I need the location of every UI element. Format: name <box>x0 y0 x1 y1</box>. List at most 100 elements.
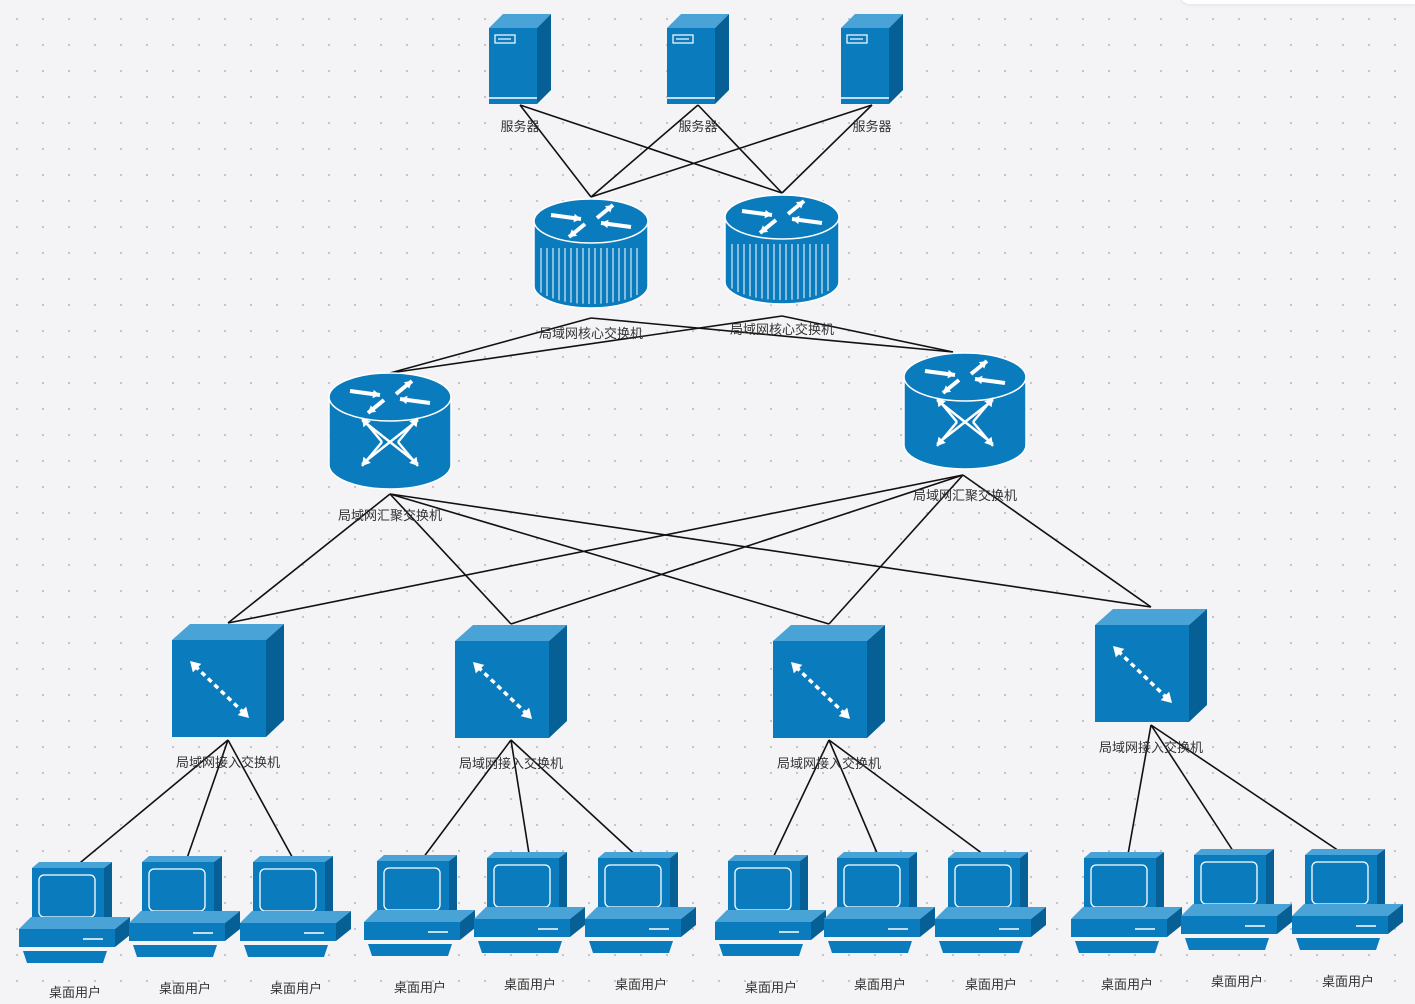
link-agg-2-access-3 <box>828 474 964 625</box>
node-label: 服务器 <box>678 119 717 135</box>
node-label: 桌面用户 <box>49 985 101 1001</box>
link-access-1-pc-3 <box>227 739 297 865</box>
desktop-computer-icon <box>935 852 1046 953</box>
core-switch-icon <box>724 194 840 305</box>
server-icon <box>667 14 729 104</box>
desktop-computer-icon <box>1181 849 1292 950</box>
node-pc-4[interactable]: 桌面用户 <box>364 855 475 996</box>
access-switch-icon <box>773 625 885 738</box>
node-server-3[interactable]: 服务器 <box>841 14 903 135</box>
desktop-computer-icon <box>715 855 826 956</box>
link-agg-1-access-2 <box>389 493 512 625</box>
link-access-1-pc-1 <box>74 739 229 868</box>
node-label: 局域网汇聚交换机 <box>338 508 442 524</box>
node-label: 局域网核心交换机 <box>539 326 643 342</box>
link-access-2-pc-6 <box>510 739 642 861</box>
link-server-3-core-2 <box>781 104 873 194</box>
node-pc-5[interactable]: 桌面用户 <box>474 852 585 993</box>
link-access-3-pc-9 <box>828 739 992 861</box>
node-label: 局域网接入交换机 <box>176 755 280 771</box>
link-server-3-core-1 <box>590 104 873 198</box>
node-pc-3[interactable]: 桌面用户 <box>240 856 351 997</box>
node-label: 局域网核心交换机 <box>730 322 834 338</box>
access-switch-icon <box>172 624 284 737</box>
desktop-computer-icon <box>240 856 351 957</box>
access-switch-icon <box>1095 609 1207 722</box>
link-server-2-core-1 <box>590 104 699 198</box>
node-label: 桌面用户 <box>745 980 797 996</box>
node-access-1[interactable]: 局域网接入交换机 <box>172 624 284 771</box>
nodes-layer: 服务器服务器服务器局域网核心交换机局域网核心交换机局域网汇聚交换机局域网汇聚交换… <box>19 14 1403 1001</box>
node-label: 桌面用户 <box>965 977 1017 993</box>
aggregation-switch-icon <box>328 372 452 490</box>
link-server-1-core-1 <box>519 104 592 198</box>
node-access-2[interactable]: 局域网接入交换机 <box>455 625 567 772</box>
node-label: 桌面用户 <box>1322 974 1374 990</box>
node-label: 桌面用户 <box>504 977 556 993</box>
node-label: 局域网接入交换机 <box>459 756 563 772</box>
node-pc-8[interactable]: 桌面用户 <box>824 852 935 993</box>
access-switch-icon <box>455 625 567 738</box>
link-core-1-agg-1 <box>389 317 592 374</box>
server-icon <box>841 14 903 104</box>
link-access-3-pc-7 <box>770 739 830 863</box>
node-label: 桌面用户 <box>159 981 211 997</box>
link-server-1-core-2 <box>519 104 783 194</box>
desktop-computer-icon <box>364 855 475 956</box>
node-label: 桌面用户 <box>270 981 322 997</box>
link-core-2-agg-2 <box>781 315 954 353</box>
desktop-computer-icon <box>129 856 240 957</box>
node-label: 局域网汇聚交换机 <box>913 488 1017 504</box>
aggregation-switch-icon <box>903 352 1027 470</box>
node-label: 局域网接入交换机 <box>777 756 881 772</box>
node-label: 桌面用户 <box>854 977 906 993</box>
node-access-3[interactable]: 局域网接入交换机 <box>773 625 885 772</box>
link-access-1-pc-2 <box>184 739 229 865</box>
node-pc-10[interactable]: 桌面用户 <box>1071 852 1182 993</box>
link-access-2-pc-4 <box>419 739 512 863</box>
node-pc-12[interactable]: 桌面用户 <box>1292 849 1403 990</box>
node-pc-9[interactable]: 桌面用户 <box>935 852 1046 993</box>
desktop-computer-icon <box>1071 852 1182 953</box>
link-agg-2-access-1 <box>227 474 964 624</box>
link-agg-1-access-4 <box>389 493 1152 608</box>
node-pc-1[interactable]: 桌面用户 <box>19 862 130 1001</box>
top-right-panel <box>1180 0 1415 4</box>
link-access-4-pc-12 <box>1150 724 1349 858</box>
link-agg-1-access-3 <box>389 493 830 625</box>
link-access-2-pc-5 <box>510 739 531 861</box>
link-agg-1-access-1 <box>227 493 391 624</box>
node-core-2[interactable]: 局域网核心交换机 <box>724 194 840 338</box>
desktop-computer-icon <box>19 862 130 963</box>
node-agg-2[interactable]: 局域网汇聚交换机 <box>903 352 1027 504</box>
links-layer <box>74 104 1349 868</box>
desktop-computer-icon <box>585 852 696 953</box>
node-label: 服务器 <box>852 119 891 135</box>
link-core-2-agg-1 <box>389 315 783 374</box>
node-pc-11[interactable]: 桌面用户 <box>1181 849 1292 990</box>
node-label: 桌面用户 <box>1211 974 1263 990</box>
link-agg-2-access-4 <box>962 474 1152 608</box>
node-core-1[interactable]: 局域网核心交换机 <box>533 198 649 342</box>
desktop-computer-icon <box>1292 849 1403 950</box>
node-label: 服务器 <box>500 119 539 135</box>
link-access-4-pc-11 <box>1150 724 1238 858</box>
link-core-1-agg-2 <box>590 317 954 353</box>
node-access-4[interactable]: 局域网接入交换机 <box>1095 609 1207 756</box>
node-agg-1[interactable]: 局域网汇聚交换机 <box>328 372 452 524</box>
node-pc-2[interactable]: 桌面用户 <box>129 856 240 997</box>
node-label: 桌面用户 <box>615 977 667 993</box>
desktop-computer-icon <box>474 852 585 953</box>
node-label: 局域网接入交换机 <box>1099 740 1203 756</box>
core-switch-icon <box>533 198 649 309</box>
node-server-2[interactable]: 服务器 <box>667 14 729 135</box>
link-access-4-pc-10 <box>1126 724 1152 861</box>
server-icon <box>489 14 551 104</box>
node-pc-7[interactable]: 桌面用户 <box>715 855 826 996</box>
link-access-3-pc-8 <box>828 739 881 861</box>
node-label: 桌面用户 <box>394 980 446 996</box>
node-pc-6[interactable]: 桌面用户 <box>585 852 696 993</box>
node-server-1[interactable]: 服务器 <box>489 14 551 135</box>
link-agg-2-access-2 <box>510 474 964 625</box>
